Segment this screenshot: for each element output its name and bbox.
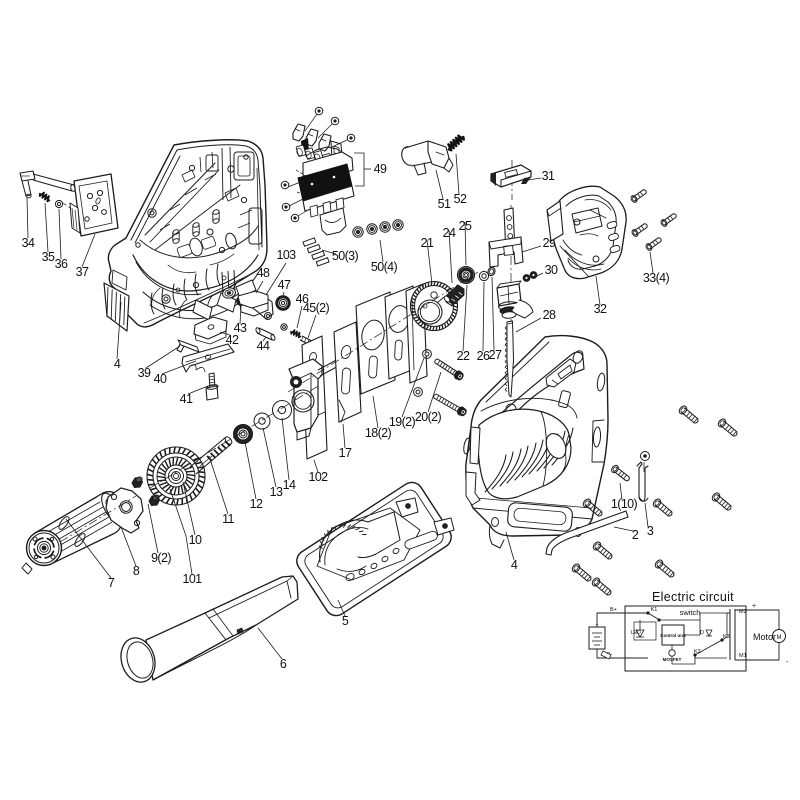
svg-text:+: + [752,603,756,610]
svg-text:12: 12 [250,497,263,511]
svg-text:Motor: Motor [753,632,776,642]
svg-text:43: 43 [234,321,247,335]
svg-text:35: 35 [42,250,55,264]
svg-text:37: 37 [76,265,89,279]
svg-text:D: D [700,630,704,636]
svg-text:M2: M2 [739,609,747,615]
svg-text:40: 40 [154,372,167,386]
svg-text:B+: B+ [610,607,617,613]
svg-text:K1: K1 [651,607,658,613]
svg-text:24: 24 [443,226,456,240]
svg-text:30: 30 [545,263,558,277]
svg-text:48: 48 [257,266,270,280]
svg-text:47: 47 [278,278,291,292]
svg-text:50(4): 50(4) [371,260,398,274]
svg-text:K2: K2 [694,649,701,655]
svg-text:44: 44 [257,339,270,353]
svg-text:17: 17 [339,446,352,460]
svg-text:-: - [786,659,789,666]
svg-text:M: M [777,635,782,641]
svg-text:13: 13 [270,485,283,499]
svg-text:49: 49 [374,162,387,176]
svg-text:33(4): 33(4) [643,271,670,285]
svg-text:36: 36 [55,257,68,271]
svg-text:26: 26 [477,349,490,363]
svg-text:39: 39 [138,366,151,380]
svg-text:8: 8 [133,564,140,578]
svg-text:6: 6 [280,657,287,671]
svg-text:1(10): 1(10) [611,497,638,511]
svg-text:101: 101 [182,572,202,586]
svg-text:9(2): 9(2) [151,551,171,565]
svg-text:LED: LED [631,630,641,636]
svg-text:10: 10 [189,533,202,547]
svg-text:52: 52 [454,192,467,206]
svg-text:18(2): 18(2) [365,426,392,440]
svg-text:Control unit: Control unit [660,633,686,638]
svg-text:3: 3 [647,524,654,538]
svg-text:42: 42 [226,333,239,347]
svg-text:103: 103 [276,248,296,262]
svg-text:5: 5 [342,614,349,628]
svg-text:46: 46 [296,292,309,306]
svg-text:45(2): 45(2) [303,301,330,315]
svg-text:28: 28 [543,308,556,322]
svg-text:27: 27 [489,348,502,362]
svg-text:switch: switch [680,608,701,617]
svg-text:19(2): 19(2) [389,415,416,429]
svg-text:22: 22 [457,349,470,363]
svg-text:25: 25 [459,219,472,233]
svg-text:14: 14 [283,478,296,492]
svg-text:102: 102 [308,470,328,484]
svg-text:51: 51 [438,197,451,211]
svg-text:50(3): 50(3) [332,249,359,263]
svg-text:32: 32 [594,302,607,316]
svg-text:Electric circuit: Electric circuit [652,590,734,604]
svg-text:2: 2 [632,528,639,542]
svg-text:M1: M1 [739,653,747,659]
svg-text:41: 41 [180,392,193,406]
svg-text:34: 34 [22,236,35,250]
svg-text:20(2): 20(2) [415,410,442,424]
svg-text:4: 4 [511,558,518,572]
svg-text:31: 31 [542,169,555,183]
svg-text:11: 11 [222,512,234,526]
svg-text:7: 7 [108,576,115,590]
svg-text:4: 4 [114,357,121,371]
